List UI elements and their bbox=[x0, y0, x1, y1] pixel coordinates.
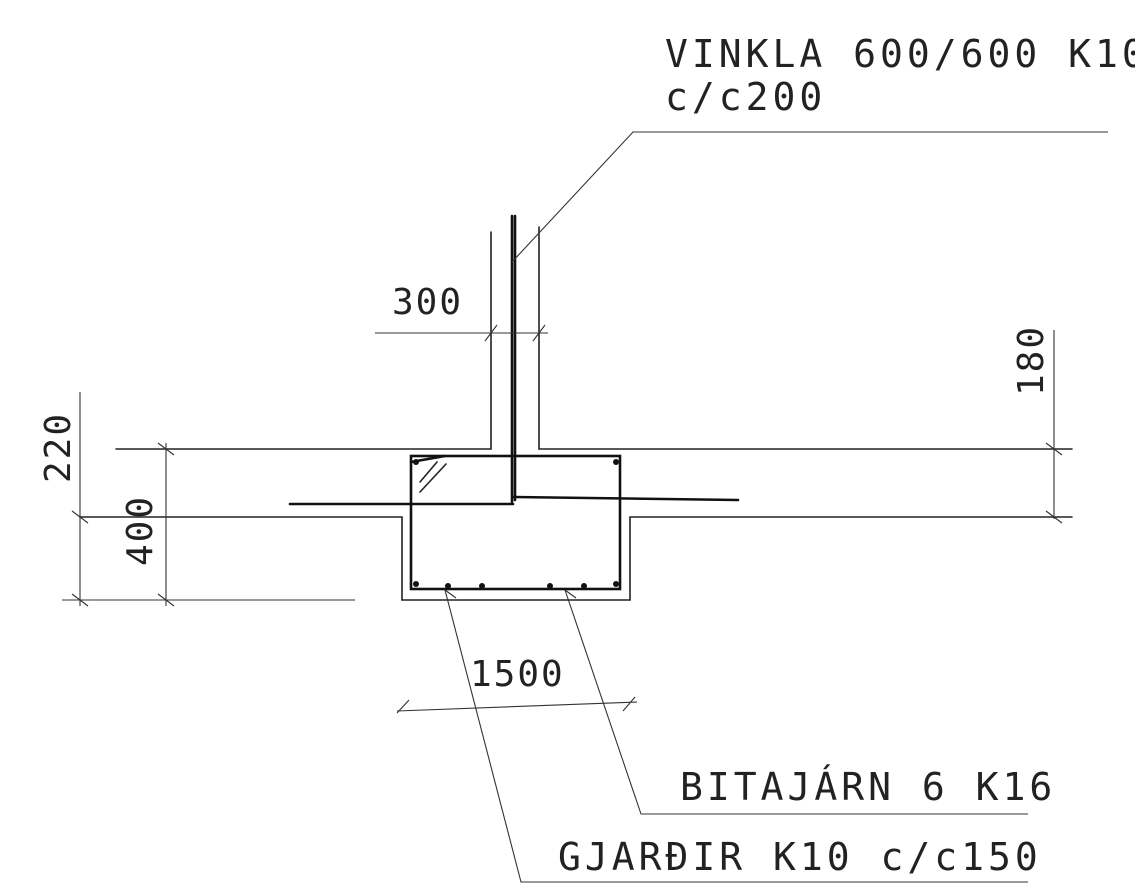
bottom-bar-6 bbox=[613, 581, 619, 587]
leader-vinkla bbox=[511, 131, 1108, 263]
leader-bitajarn bbox=[564, 589, 1028, 815]
dimension-lines bbox=[62, 324, 1063, 714]
dim-text-slab-thickness: 180 bbox=[1011, 325, 1052, 396]
dim-1500-tick-left bbox=[396, 699, 410, 714]
dim-220-tick-a bbox=[71, 510, 89, 524]
concrete-outline bbox=[79, 226, 1073, 601]
dim-slab-tick-bottom bbox=[1045, 510, 1063, 524]
bottom-bar-5 bbox=[581, 583, 587, 589]
dim-400-tick-bottom bbox=[157, 593, 175, 607]
dim-text-beam-depth: 400 bbox=[120, 495, 161, 566]
corner-bar-top-left bbox=[413, 459, 419, 465]
dim-text-beam-width: 1500 bbox=[470, 654, 565, 695]
dim-400-tick-top bbox=[157, 442, 175, 456]
stirrup-hatch-1 bbox=[419, 461, 438, 483]
leader-gjardir bbox=[444, 589, 1028, 883]
dim-wall-tick-left bbox=[484, 324, 498, 342]
dim-slab-tick-top bbox=[1045, 442, 1063, 456]
slab-bar-right bbox=[512, 495, 740, 502]
corner-bar-top-right bbox=[613, 459, 619, 465]
annotations: VINKLA 600/600 K10 c/c200 BITAJÁRN 6 K16… bbox=[38, 32, 1135, 879]
reinforcement bbox=[288, 214, 740, 591]
bottom-bar-4 bbox=[547, 583, 553, 589]
leader-bitajarn-tick bbox=[564, 589, 577, 599]
stirrup-hatch-2 bbox=[419, 463, 447, 493]
dim-1500-tick-right bbox=[622, 696, 636, 712]
leader-gjardir-tick bbox=[444, 589, 457, 599]
label-bitajarn: BITAJÁRN 6 K16 bbox=[680, 765, 1056, 809]
dim-1500-line bbox=[396, 701, 638, 712]
dim-wall-tick-right bbox=[532, 324, 546, 342]
beam-stirrup bbox=[409, 454, 622, 591]
dim-text-upper-step: 220 bbox=[38, 412, 79, 483]
dim-text-wall-thickness: 300 bbox=[392, 282, 463, 323]
label-gjardir: GJARÐIR K10 c/c150 bbox=[558, 835, 1042, 879]
bottom-bar-2 bbox=[445, 583, 451, 589]
leader-lines bbox=[444, 131, 1108, 883]
bottom-bar-1 bbox=[413, 581, 419, 587]
bottom-bar-3 bbox=[479, 583, 485, 589]
label-vinkla-line1: VINKLA 600/600 K10 bbox=[665, 32, 1135, 76]
label-vinkla-line2: c/c200 bbox=[665, 75, 826, 119]
